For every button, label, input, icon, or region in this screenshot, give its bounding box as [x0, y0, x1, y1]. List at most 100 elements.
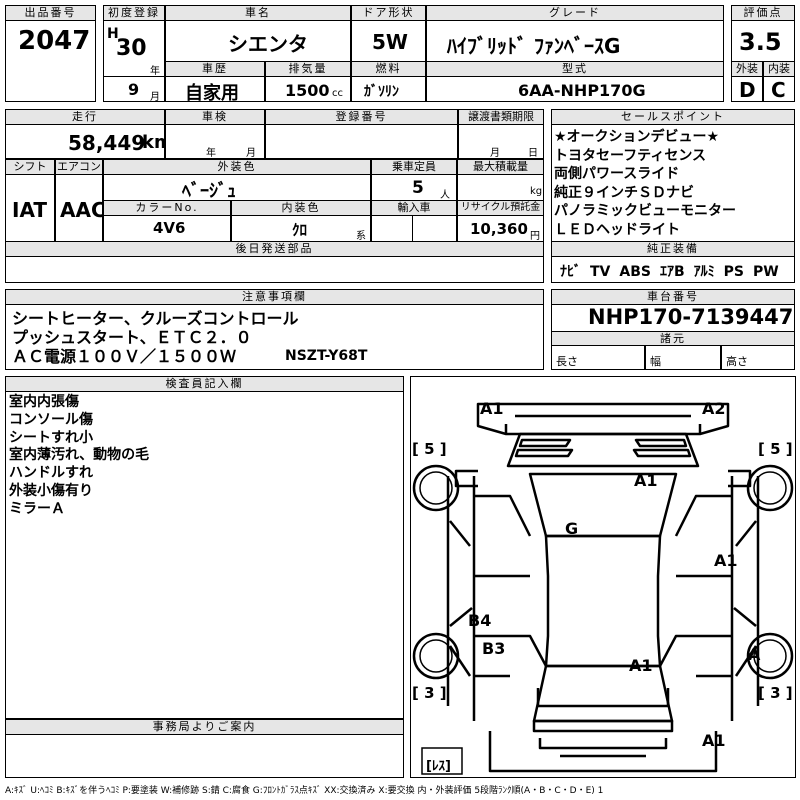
int-color-header: 内装色: [231, 200, 371, 216]
rear-plate: [536, 688, 670, 758]
aircon-cell: [55, 174, 103, 242]
rear-box: [421, 747, 463, 775]
car-name-cell: [165, 20, 351, 62]
chassis-number-value: NHP170-7139447: [588, 305, 794, 329]
equipment-item: TV: [590, 264, 611, 280]
mileage-cell: [5, 124, 165, 159]
shift-header: シフト: [5, 159, 55, 175]
mileage-header: 走行: [5, 109, 165, 125]
spare-tire-label: [ﾚｽ]: [426, 759, 451, 774]
tire-front-left-label: [ 5 ]: [412, 440, 447, 458]
sales-point-item: トヨタセーフティセンス: [554, 147, 707, 164]
inspector-note-item: 室内薄汚れ、動物の毛: [9, 447, 150, 464]
recycle-cell: [457, 215, 544, 242]
notes-cell: [5, 304, 544, 370]
equipment-item: ABS: [619, 264, 651, 280]
roof: [544, 534, 662, 668]
capacity-header: 乗車定員: [371, 159, 457, 175]
shift-cell: [5, 174, 55, 242]
exterior-grade-value: D: [739, 78, 756, 102]
grade-header: グレード: [426, 5, 724, 21]
car-name-header: 車名: [165, 5, 351, 21]
color-no-header: カラーNo.: [103, 200, 231, 216]
inspector-note-item: ハンドルすれ: [9, 465, 93, 482]
displacement-value: 1500: [285, 81, 330, 100]
equipment-item: PW: [753, 264, 779, 280]
displacement-header: 排気量: [265, 61, 351, 77]
reg-number-header: 登録番号: [265, 109, 458, 125]
ext-color-cell: [103, 174, 371, 201]
inspector-notes-list: 室内内張傷コンソール傷シートすれ小室内薄汚れ、動物の毛ハンドルすれ外装小傷有りミ…: [9, 394, 399, 519]
lot-number-value: 2047: [18, 26, 91, 56]
equipment-item: ｴｱB: [659, 264, 685, 280]
first-reg-month-value: 9: [128, 80, 140, 99]
legend-text: A:ｷｽﾞ U:ﾍｺﾐ B:ｷｽﾞを伴うﾍｺﾐ P:要塗装 W:補修跡 S:錆 …: [5, 786, 604, 796]
note-item: ＡＣ電源１００Ｖ／１５００Ｗ: [12, 347, 237, 366]
rear-right-tire: [746, 632, 794, 680]
hood-vents-right: [632, 438, 692, 458]
first-reg-month-cell: [103, 76, 165, 102]
front-grille: [504, 414, 702, 434]
shift-value: IAT: [12, 198, 48, 222]
first-reg-header: 初度登録: [103, 5, 165, 21]
fuel-value: ｶﾞｿﾘﾝ: [364, 84, 399, 100]
inspector-note-item: 外装小傷有り: [9, 482, 93, 499]
int-color-value: ｸﾛ: [292, 221, 308, 239]
color-no-value: 4V6: [153, 219, 186, 237]
tailgate: [532, 719, 674, 733]
inspection-month-unit: 月: [246, 148, 256, 159]
genuine-equipment-header: 純正装備: [551, 241, 795, 257]
fuel-cell: [351, 76, 426, 102]
office-notice-cell: [5, 734, 404, 778]
interior-grade-value: C: [771, 78, 786, 102]
equipment-item: ﾅﾋﾞ: [560, 264, 581, 280]
sales-points-cell: [551, 124, 795, 242]
max-load-cell: [457, 174, 544, 201]
interior-grade-cell: [763, 76, 795, 102]
spec-width-cell: [645, 345, 721, 370]
fuel-header: 燃料: [351, 61, 426, 77]
front-right-tire: [746, 464, 794, 512]
equipment-item: ｱﾙﾐ: [693, 264, 715, 280]
inspector-note-item: 室内内張傷: [9, 394, 79, 410]
inspector-note-item: ミラーＡ: [9, 500, 65, 517]
tire-rear-left-label: [ 3 ]: [412, 684, 447, 702]
later-parts-header: 後日発送部品: [5, 241, 544, 257]
reg-number-cell: [265, 124, 458, 159]
damage-mark: G: [565, 519, 578, 538]
height-label: 高さ: [726, 355, 748, 368]
grade-cell: [426, 20, 724, 62]
transfer-month-unit: 月: [490, 148, 500, 159]
month-unit: 月: [150, 92, 160, 103]
history-value: 自家用: [185, 83, 239, 104]
sales-point-item: ＬＥＤヘッドライト: [554, 221, 680, 238]
grade-value: ﾊｲﾌﾞﾘｯﾄﾞ ﾌｧﾝﾍﾞｰｽG: [447, 34, 621, 58]
damage-mark: A2: [702, 399, 726, 418]
specs-header: 諸元: [551, 331, 795, 346]
tire-rear-right-label: [ 3 ]: [758, 684, 793, 702]
year-unit: 年: [150, 66, 160, 77]
kei-unit: 系: [356, 231, 366, 242]
mileage-value: 58,449: [68, 131, 146, 155]
spec-height-cell: [721, 345, 795, 370]
damage-mark: B4: [468, 611, 491, 630]
notes-model-value: NSZT-Y68T: [285, 348, 368, 364]
hood: [506, 432, 700, 468]
sales-points-header: セールスポイント: [551, 109, 795, 125]
equipment-item: PS: [723, 264, 744, 280]
notes-header: 注意事項欄: [5, 289, 544, 305]
aircon-value: AAC: [60, 198, 106, 222]
person-unit: 人: [440, 190, 450, 201]
note-item: シートヒーター、クルーズコントロール: [12, 309, 299, 328]
inspector-note-item: シートすれ小: [9, 429, 93, 446]
damage-mark: A1: [714, 551, 738, 570]
interior-header: 内装: [763, 61, 795, 77]
era-value: H: [107, 26, 119, 42]
first-reg-year-value: 30: [116, 36, 147, 61]
inspector-notes-cell: [5, 391, 404, 719]
transfer-docs-cell: [458, 124, 544, 159]
history-header: 車歴: [165, 61, 265, 77]
chassis-number-header: 車台番号: [551, 289, 795, 305]
door-type-value: 5W: [372, 30, 408, 54]
door-type-header: ドア形状: [351, 5, 426, 21]
